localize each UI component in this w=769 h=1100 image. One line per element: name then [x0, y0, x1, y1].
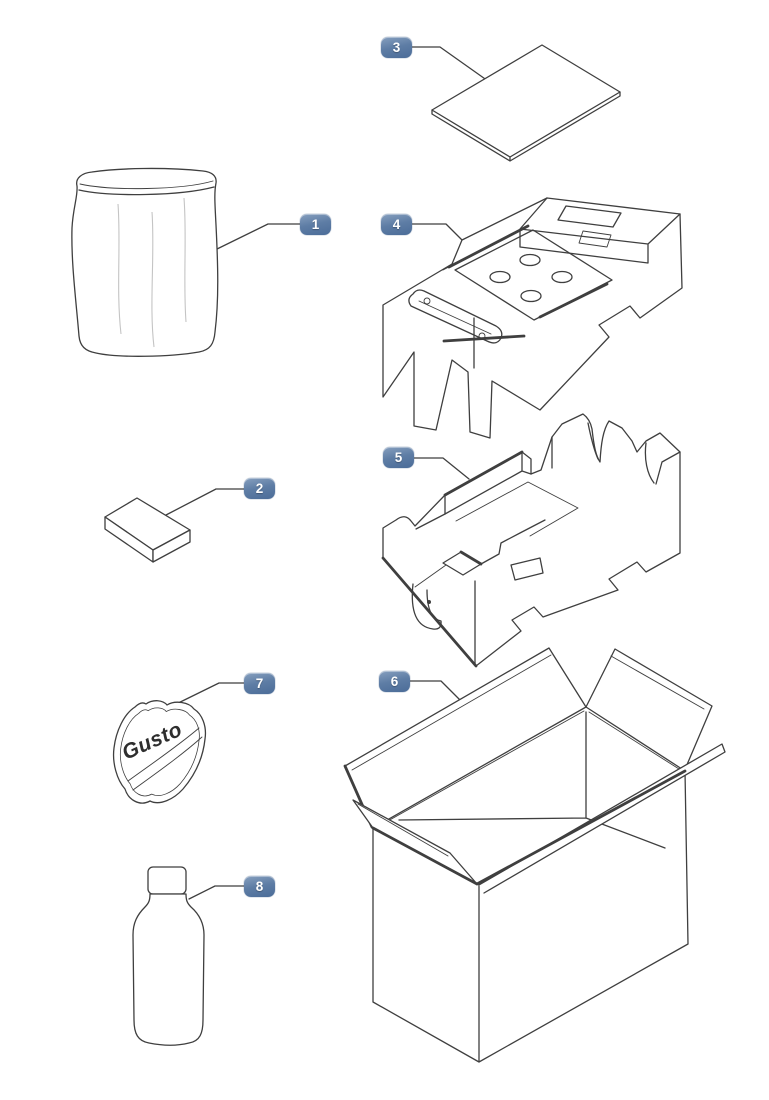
- carton-flap-inner-line: [351, 654, 552, 771]
- callout-badge-2: 2: [244, 478, 275, 499]
- leader-lines: [161, 46, 489, 900]
- leader-line-1: [214, 223, 301, 251]
- foam-bottom-wall-hole: [510, 557, 544, 581]
- carton-front-left-flap: [352, 799, 478, 885]
- leader-line-2: [165, 488, 245, 516]
- carton-flap-inner-line: [610, 655, 705, 710]
- foam-top-slab: [519, 197, 681, 264]
- bag-crease: [117, 203, 122, 335]
- carton-flap-inner-line: [357, 803, 449, 857]
- pouch-seam-band: [127, 727, 203, 791]
- plastic-bag: [71, 167, 219, 357]
- callout-badge-4: 4: [381, 214, 412, 235]
- leader-line-6: [409, 680, 462, 702]
- foam-hole: [519, 253, 541, 267]
- foam-bottom-wall-top: [415, 513, 446, 530]
- leader-line-5: [413, 457, 470, 480]
- foam-hole: [520, 289, 542, 303]
- foam-bottom-silhouette: [382, 413, 681, 667]
- foam-bottom-inner-line: [414, 564, 447, 588]
- foam-bottom-corner-dark-edge: [459, 550, 483, 566]
- callout-badge-8: 8: [244, 876, 275, 897]
- foam-top-silhouette: [382, 197, 683, 439]
- foam-top-hatch-strip: [578, 230, 612, 248]
- foam-bottom-dot: [427, 600, 431, 604]
- carton-rim-dark-edge: [371, 769, 687, 886]
- callout-badge-5: 5: [383, 447, 414, 468]
- carton-body-edges: [372, 770, 689, 1063]
- box2-side: [152, 529, 191, 563]
- bottle-cap: [147, 866, 187, 895]
- leader-line-3: [411, 46, 489, 82]
- foam-top-slab-notch: [557, 205, 622, 228]
- foam-bottom-floor: [455, 481, 579, 537]
- foam-top-groove-dot: [423, 297, 431, 305]
- callout-badge-3: 3: [381, 37, 412, 58]
- foam-top-panel-dark-edge: [538, 282, 609, 319]
- foam-hole: [551, 270, 573, 284]
- callout-badge-7: 7: [244, 673, 275, 694]
- foam-hole: [489, 270, 511, 284]
- gusto-pouch: Gusto: [112, 700, 207, 804]
- foam-bottom-bar-dark-edge: [443, 450, 524, 497]
- leader-line-8: [188, 885, 245, 900]
- sheet-thickness: [431, 91, 621, 162]
- foam-bottom-wall-step: [480, 519, 546, 565]
- carton-body-fill: [373, 707, 688, 1062]
- foam-bottom-dark-edge: [381, 556, 478, 668]
- carton-rim-inner: [378, 710, 680, 827]
- foam-top-dark-edge: [442, 334, 526, 343]
- carton-inner-corner: [398, 711, 666, 849]
- pouch-outline: [112, 700, 207, 804]
- foam-insert-top: [382, 197, 683, 439]
- foam-bottom-bar-face: [444, 451, 532, 515]
- flat-sheet: [431, 44, 621, 162]
- foam-top-panel-dark-edge: [447, 224, 530, 269]
- bag-rim-line: [79, 180, 214, 190]
- callout-badge-6: 6: [379, 671, 410, 692]
- shipping-carton: [343, 647, 726, 1063]
- accessory-box: [104, 497, 191, 563]
- pouch-inner-outline: [119, 707, 200, 797]
- carton-back-right-flap: [585, 648, 713, 768]
- foam-bottom-tower-lines: [551, 422, 681, 485]
- bag-rim-line: [78, 186, 215, 196]
- bottle: [132, 866, 205, 1046]
- foam-insert-bottom: [381, 413, 681, 668]
- foam-top-groove-inner: [418, 300, 492, 335]
- bag-crease: [183, 197, 187, 323]
- foam-top-panel: [454, 229, 613, 321]
- callout-badge-1: 1: [300, 214, 331, 235]
- bag-outline: [71, 167, 219, 357]
- leader-line-7: [161, 682, 245, 712]
- bag-crease: [151, 211, 155, 348]
- bottle-body: [132, 893, 205, 1046]
